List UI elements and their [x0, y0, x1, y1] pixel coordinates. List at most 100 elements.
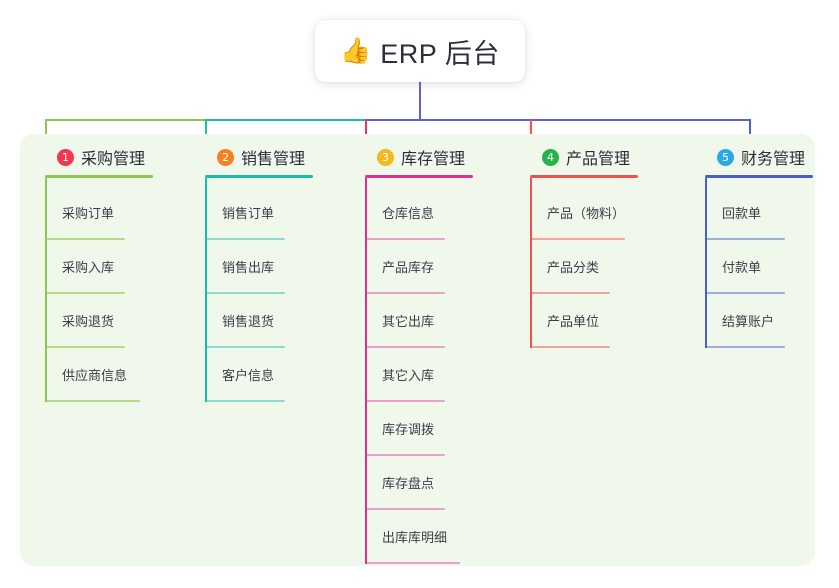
- branch-item-rule: [205, 400, 285, 402]
- branch-item[interactable]: 库存盘点: [365, 456, 473, 510]
- branch-item-label: 产品库存: [382, 260, 435, 275]
- branch-item-rule: [365, 346, 445, 348]
- branch-item-label: 供应商信息: [62, 368, 128, 383]
- branch-item-label: 出库库明细: [382, 530, 448, 545]
- branch-item-rule: [205, 346, 285, 348]
- branch-item-label: 产品单位: [547, 314, 600, 329]
- branch-item-label: 其它出库: [382, 314, 435, 329]
- branch-spine-4: [530, 178, 532, 348]
- branch-item-rule: [365, 562, 460, 564]
- branch-spine-2: [205, 178, 207, 402]
- branch-item-rule: [205, 292, 285, 294]
- branch-title-2: 销售管理: [241, 151, 306, 168]
- branch-item[interactable]: 产品（物料）: [530, 186, 638, 240]
- branch-badge-5: 5: [717, 148, 734, 166]
- branch-item-label: 销售出库: [222, 260, 275, 275]
- branch-item-rule: [365, 508, 445, 510]
- branch-title-3: 库存管理: [401, 151, 466, 168]
- branch-header-1[interactable]: 1 采购管理: [45, 144, 153, 170]
- branch-item-rule: [530, 238, 625, 240]
- branch-spine-1: [45, 178, 47, 402]
- branch-item[interactable]: 出库库明细: [365, 510, 473, 564]
- branch-item-label: 销售退货: [222, 314, 275, 329]
- branch-drop-5: [749, 119, 751, 145]
- branch-title-4: 产品管理: [566, 151, 631, 168]
- branch-badge-1: 1: [57, 148, 74, 166]
- branch-badge-4: 4: [542, 148, 559, 166]
- branch-item[interactable]: 付款单: [705, 240, 813, 294]
- branch-item-rule: [45, 292, 125, 294]
- branch-item-label: 付款单: [722, 260, 762, 275]
- branch-item-label: 产品（物料）: [547, 206, 626, 221]
- branch-rule-5: [705, 175, 813, 178]
- branch-spine-3: [365, 178, 367, 564]
- branch-item-rule: [365, 292, 445, 294]
- branch-item[interactable]: 销售退货: [205, 294, 313, 348]
- branch-drop-4: [530, 119, 532, 145]
- branch-items-3: 仓库信息产品库存其它出库其它入库库存调拨库存盘点出库库明细: [365, 178, 473, 564]
- branch-items-2: 销售订单销售出库销售退货客户信息: [205, 178, 313, 402]
- branch-item[interactable]: 其它入库: [365, 348, 473, 402]
- branch-item-label: 结算账户: [722, 314, 775, 329]
- branch-item-label: 库存盘点: [382, 476, 435, 491]
- branch-rule-1: [45, 175, 153, 178]
- bus-segment-2: [205, 119, 367, 121]
- branch-item[interactable]: 产品单位: [530, 294, 638, 348]
- branch-item-label: 库存调拨: [382, 422, 435, 437]
- branch-item-rule: [45, 346, 125, 348]
- branch-item-rule: [705, 346, 785, 348]
- branch-column-1: 1 采购管理采购订单采购入库采购退货供应商信息: [45, 144, 153, 402]
- bus-segment-1: [45, 119, 207, 121]
- branch-title-1: 采购管理: [81, 151, 146, 168]
- root-title: ERP 后台: [380, 38, 500, 69]
- branch-drop-3: [365, 119, 367, 145]
- branch-item[interactable]: 产品分类: [530, 240, 638, 294]
- branch-column-3: 3 库存管理仓库信息产品库存其它出库其它入库库存调拨库存盘点出库库明细: [365, 144, 473, 564]
- branch-items-5: 回款单付款单结算账户: [705, 178, 813, 348]
- branch-item-label: 产品分类: [547, 260, 600, 275]
- branch-item-rule: [705, 238, 785, 240]
- branch-item-rule: [365, 454, 445, 456]
- branch-item[interactable]: 供应商信息: [45, 348, 153, 402]
- branch-item[interactable]: 销售订单: [205, 186, 313, 240]
- branch-items-1: 采购订单采购入库采购退货供应商信息: [45, 178, 153, 402]
- branch-badge-3: 3: [377, 148, 394, 166]
- branch-item-rule: [530, 292, 610, 294]
- branch-item-rule: [205, 238, 285, 240]
- branch-column-4: 4 产品管理产品（物料） 产品分类产品单位: [530, 144, 638, 348]
- branch-item[interactable]: 仓库信息: [365, 186, 473, 240]
- branch-item[interactable]: 销售出库: [205, 240, 313, 294]
- branch-item-rule: [705, 292, 785, 294]
- branch-item-label: 回款单: [722, 206, 762, 221]
- root-node[interactable]: 👍 ERP 后台: [315, 20, 525, 82]
- branch-header-3[interactable]: 3 库存管理: [365, 144, 473, 170]
- branch-items-4: 产品（物料） 产品分类产品单位: [530, 178, 638, 348]
- branch-drop-2: [205, 119, 207, 145]
- branch-item-label: 销售订单: [222, 206, 275, 221]
- branch-item[interactable]: 采购订单: [45, 186, 153, 240]
- branch-item-rule: [530, 346, 610, 348]
- branch-item[interactable]: 其它出库: [365, 294, 473, 348]
- branch-item[interactable]: 库存调拨: [365, 402, 473, 456]
- branch-item[interactable]: 采购入库: [45, 240, 153, 294]
- branch-drop-1: [45, 119, 47, 145]
- branch-rule-2: [205, 175, 313, 178]
- branch-item-rule: [365, 238, 445, 240]
- branch-item-label: 采购入库: [62, 260, 115, 275]
- branch-item[interactable]: 产品库存: [365, 240, 473, 294]
- branch-item[interactable]: 回款单: [705, 186, 813, 240]
- bus-segment-3: [365, 119, 751, 121]
- thumbs-up-icon: 👍: [340, 36, 372, 65]
- branch-item-rule: [45, 400, 140, 402]
- branch-rule-3: [365, 175, 473, 178]
- branch-item[interactable]: 结算账户: [705, 294, 813, 348]
- branch-item-rule: [45, 238, 125, 240]
- branch-header-4[interactable]: 4 产品管理: [530, 144, 638, 170]
- branch-item[interactable]: 客户信息: [205, 348, 313, 402]
- branch-item[interactable]: 采购退货: [45, 294, 153, 348]
- root-stem: [419, 82, 421, 121]
